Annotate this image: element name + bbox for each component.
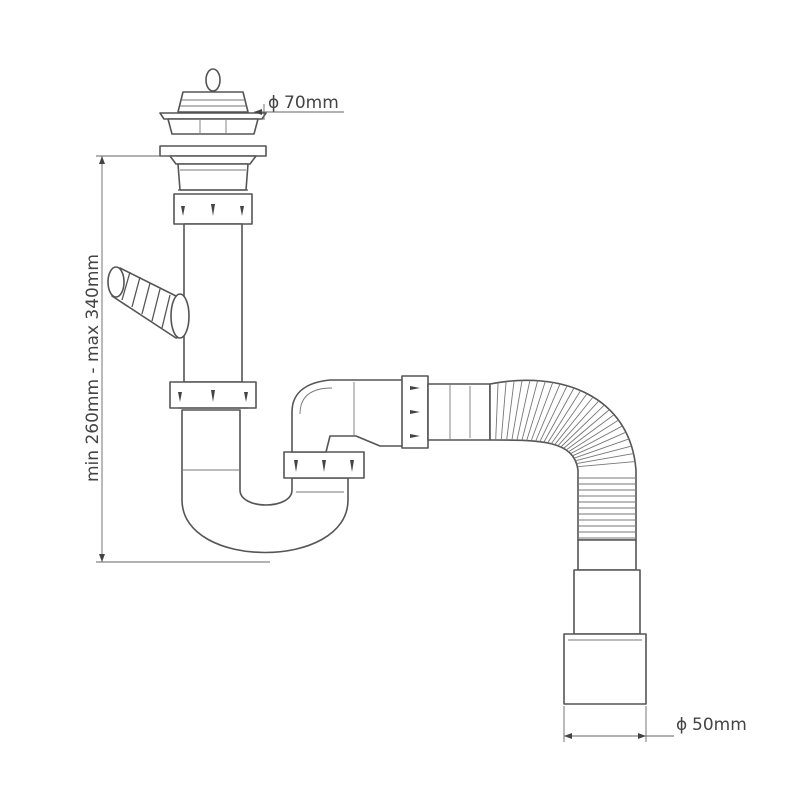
height-range-label: min 260mm - max 340mm [83, 254, 103, 482]
flexible-corrugated-hose [489, 379, 637, 541]
hose-rib [535, 383, 561, 442]
outlet-elbow [291, 379, 405, 453]
hose-rib [572, 431, 627, 457]
hose-rib [521, 380, 539, 441]
hose-rib [560, 404, 605, 448]
hose-rib [506, 380, 515, 441]
hose-rib [568, 419, 619, 453]
lower-outlet-tube [563, 539, 647, 705]
hose-rib [570, 425, 623, 455]
upper-nut [173, 193, 253, 225]
hose-rib [554, 396, 594, 445]
straight-adaptor [427, 383, 491, 441]
outlet-diameter-symbol: ϕ [676, 715, 687, 735]
riser-nut [283, 451, 365, 479]
hose-rib [530, 382, 554, 442]
vertical-tailpipe [183, 223, 243, 383]
sink-flange [159, 145, 267, 191]
dimension-height: min 260mm - max 340mm [83, 155, 270, 563]
strainer-plug [159, 68, 267, 135]
outlet-nut [401, 375, 429, 449]
hose-rib [516, 380, 531, 441]
hose-rib [557, 400, 600, 447]
hose-rib [550, 393, 588, 445]
hose-rib [576, 453, 634, 465]
basket-diameter-label: 70mm [284, 93, 339, 113]
side-hose-inlet [107, 266, 190, 339]
u-bend-trap [181, 409, 349, 554]
hose-rib [563, 409, 610, 449]
hose-rib [573, 438, 630, 459]
hose-rib [543, 387, 575, 443]
hose-rib [526, 381, 546, 441]
hose-rib [539, 385, 568, 442]
hose-rib [547, 390, 582, 444]
hose-rib [511, 380, 523, 441]
dimension-50mm: ϕ 50mm [563, 706, 747, 742]
hose-rib [575, 445, 632, 462]
hose-rib [495, 382, 499, 441]
outlet-diameter-label: 50mm [692, 715, 747, 735]
hose-rib [565, 414, 615, 451]
hose-rib [500, 381, 507, 441]
hose-rib [577, 461, 636, 468]
basket-diameter-symbol: ϕ [268, 93, 279, 113]
middle-nut [169, 381, 257, 409]
dimension-70mm: ϕ 70mm [254, 93, 344, 120]
hose-ribs [495, 380, 636, 539]
